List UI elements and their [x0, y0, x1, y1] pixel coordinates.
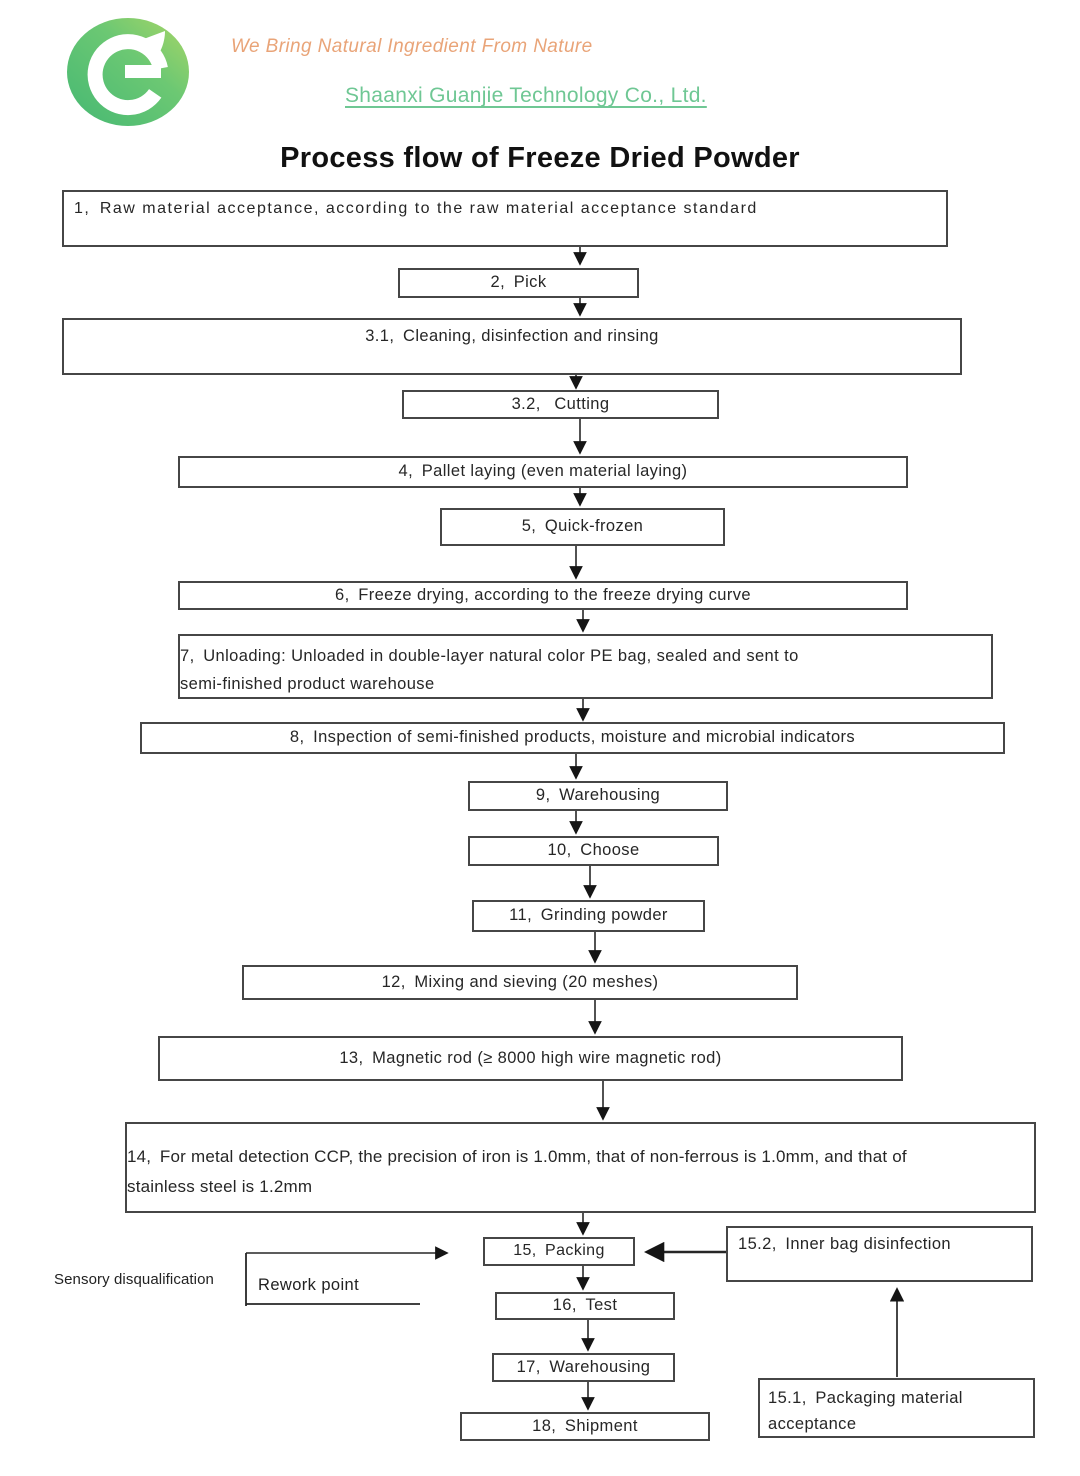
step-label: 3.2, Cutting — [511, 394, 610, 413]
step-label: 15.2, Inner bag disinfection — [738, 1235, 952, 1253]
flow-box-8: 8, Inspection of semi-finished products,… — [140, 722, 1005, 754]
flow-box-2: 2, Pick — [398, 268, 639, 298]
flow-box-15-2: 15.2, Inner bag disinfection — [726, 1226, 1033, 1282]
step-label: 15, Packing — [513, 1242, 605, 1260]
page-title: Process flow of Freeze Dried Powder — [280, 142, 800, 174]
step-label: 3.1, Cleaning, disinfection and rinsing — [365, 327, 659, 345]
company-slogan: We Bring Natural Ingredient From Nature — [231, 36, 593, 57]
flow-box-16: 16, Test — [495, 1292, 675, 1320]
step-label: 5, Quick-frozen — [521, 517, 644, 536]
step-label: 7, Unloading: Unloaded in double-layer n… — [180, 646, 799, 665]
flow-box-7: 7, Unloading: Unloaded in double-layer n… — [178, 634, 993, 699]
step-label: acceptance — [768, 1415, 857, 1433]
flow-box-10: 10, Choose — [468, 836, 719, 866]
sensory-disqualification-label: Sensory disqualification — [54, 1271, 214, 1288]
step-label: 13, Magnetic rod (≥ 8000 high wire magne… — [339, 1048, 722, 1067]
step-label: 1, Raw material acceptance, according to… — [74, 200, 758, 217]
company-name: Shaanxi Guanjie Technology Co., Ltd. — [345, 84, 707, 107]
flow-box-14: 14, For metal detection CCP, the precisi… — [125, 1122, 1036, 1213]
step-label: 2, Pick — [490, 273, 547, 292]
flow-box-9: 9, Warehousing — [468, 781, 728, 811]
step-label: 12, Mixing and sieving (20 meshes) — [381, 972, 659, 991]
step-label: 14, For metal detection CCP, the precisi… — [127, 1147, 907, 1166]
step-label: semi-finished product warehouse — [180, 674, 435, 693]
step-label: 17, Warehousing — [516, 1357, 651, 1376]
flow-box-4: 4, Pallet laying (even material laying) — [178, 456, 908, 488]
flow-box-13: 13, Magnetic rod (≥ 8000 high wire magne… — [158, 1036, 903, 1081]
step-label: 4, Pallet laying (even material laying) — [398, 462, 688, 481]
step-label: 11, Grinding powder — [509, 906, 668, 925]
flow-box-5: 5, Quick-frozen — [440, 508, 725, 546]
step-label: 6, Freeze drying, according to the freez… — [335, 585, 751, 604]
step-label: 9, Warehousing — [535, 786, 661, 805]
flow-box-11: 11, Grinding powder — [472, 900, 705, 932]
flow-box-18: 18, Shipment — [460, 1412, 710, 1441]
flow-box-1: 1, Raw material acceptance, according to… — [62, 190, 948, 247]
flow-box-12: 12, Mixing and sieving (20 meshes) — [242, 965, 798, 1000]
step-label: stainless steel is 1.2mm — [127, 1177, 313, 1196]
step-label: 18, Shipment — [532, 1416, 638, 1435]
step-label: 16, Test — [552, 1296, 618, 1315]
flow-box-17: 17, Warehousing — [492, 1353, 675, 1382]
flow-box-3-1: 3.1, Cleaning, disinfection and rinsing — [62, 318, 962, 375]
flow-box-6: 6, Freeze drying, according to the freez… — [178, 581, 908, 610]
flow-box-15-1: 15.1, Packaging material acceptance — [758, 1378, 1035, 1438]
flow-box-3-2: 3.2, Cutting — [402, 390, 719, 419]
flow-box-15: 15, Packing — [483, 1237, 635, 1266]
step-label: 10, Choose — [547, 841, 640, 860]
company-leaf-logo-icon — [67, 18, 189, 126]
rework-point-label: Rework point — [258, 1276, 360, 1294]
step-label: 8, Inspection of semi-finished products,… — [289, 728, 856, 747]
step-label: 15.1, Packaging material — [768, 1389, 963, 1407]
